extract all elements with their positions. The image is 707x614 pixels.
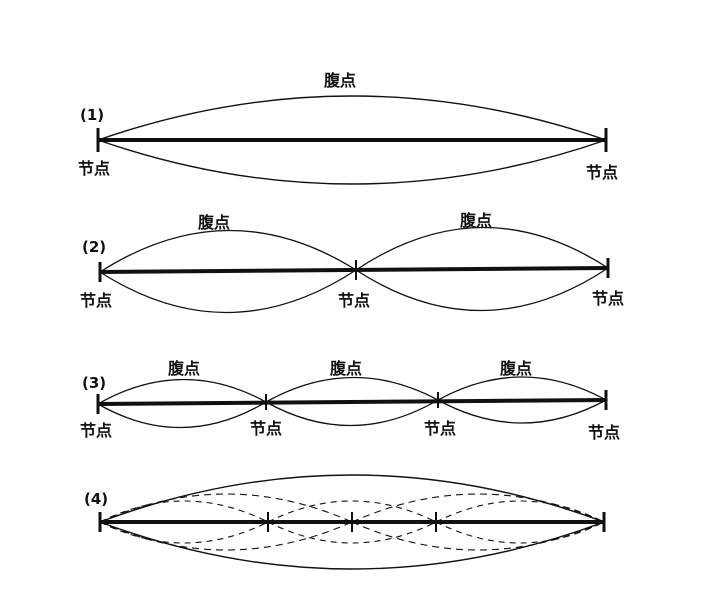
diagram-2-node-label-right: 节点 bbox=[592, 289, 624, 308]
diagram-2-string bbox=[99, 266, 609, 274]
diagram-2: (2) 腹点 腹点 节点 节点 节点 bbox=[80, 211, 624, 314]
diagram-4-wave-h3-upper-3 bbox=[435, 500, 605, 523]
diagram-3-wave-upper-2 bbox=[265, 376, 439, 403]
diagram-2-number: (2) bbox=[82, 238, 106, 256]
diagram-3-string bbox=[97, 398, 607, 406]
diagram-2-node-label-left: 节点 bbox=[80, 291, 112, 310]
diagram-3-node-label-4: 节点 bbox=[588, 423, 620, 442]
diagram-2-node-label-mid: 节点 bbox=[338, 291, 370, 310]
diagram-4-wave-h2-lower-1 bbox=[99, 521, 353, 551]
diagram-1-wave-upper bbox=[97, 95, 607, 141]
diagram-3-node-label-1: 节点 bbox=[80, 421, 112, 440]
diagram-2-antinode-label-1: 腹点 bbox=[198, 213, 230, 232]
diagram-3-antinode-label-1: 腹点 bbox=[168, 359, 200, 378]
diagram-1-wave-lower bbox=[97, 139, 607, 185]
diagram-3-wave-upper-1 bbox=[97, 378, 267, 405]
diagram-4-number: (4) bbox=[84, 490, 108, 508]
diagram-3-node-label-3: 节点 bbox=[424, 419, 456, 438]
diagram-3-wave-lower-2 bbox=[265, 399, 439, 427]
diagram-2-wave-upper-1 bbox=[99, 229, 357, 273]
diagram-3-number: (3) bbox=[82, 374, 106, 392]
diagram-3-wave-upper-3 bbox=[437, 376, 607, 401]
diagram-1: (1) 腹点 节点 节点 bbox=[78, 71, 618, 185]
diagram-3: (3) 腹点 腹点 腹点 节点 节点 节点 节点 bbox=[80, 359, 620, 442]
diagram-4-wave-h3-upper-1 bbox=[99, 500, 269, 523]
diagram-3-antinode-label-3: 腹点 bbox=[500, 359, 532, 378]
diagram-1-antinode-label: 腹点 bbox=[324, 71, 356, 90]
diagram-1-number: (1) bbox=[80, 106, 104, 124]
diagram-3-wave-lower-1 bbox=[97, 401, 267, 429]
diagram-2-wave-lower-1 bbox=[99, 269, 357, 314]
diagram-4: (4) bbox=[84, 474, 606, 570]
diagram-2-wave-lower-2 bbox=[355, 267, 609, 312]
diagram-2-antinode-label-2: 腹点 bbox=[460, 211, 492, 230]
diagram-2-wave-upper-2 bbox=[355, 226, 609, 271]
diagram-4-wave-h3-lower-3 bbox=[435, 521, 605, 544]
diagram-3-antinode-label-2: 腹点 bbox=[330, 359, 362, 378]
diagram-4-wave-h2-upper-1 bbox=[99, 493, 353, 523]
diagram-1-node-label-left: 节点 bbox=[78, 159, 110, 178]
diagram-3-wave-lower-3 bbox=[437, 399, 607, 424]
diagram-1-node-label-right: 节点 bbox=[586, 163, 618, 182]
diagram-4-wave-h2-lower-2 bbox=[351, 521, 605, 551]
diagram-3-node-label-2: 节点 bbox=[250, 419, 282, 438]
diagram-4-wave-h3-lower-1 bbox=[99, 521, 269, 544]
diagram-4-wave-h2-upper-2 bbox=[351, 493, 605, 523]
